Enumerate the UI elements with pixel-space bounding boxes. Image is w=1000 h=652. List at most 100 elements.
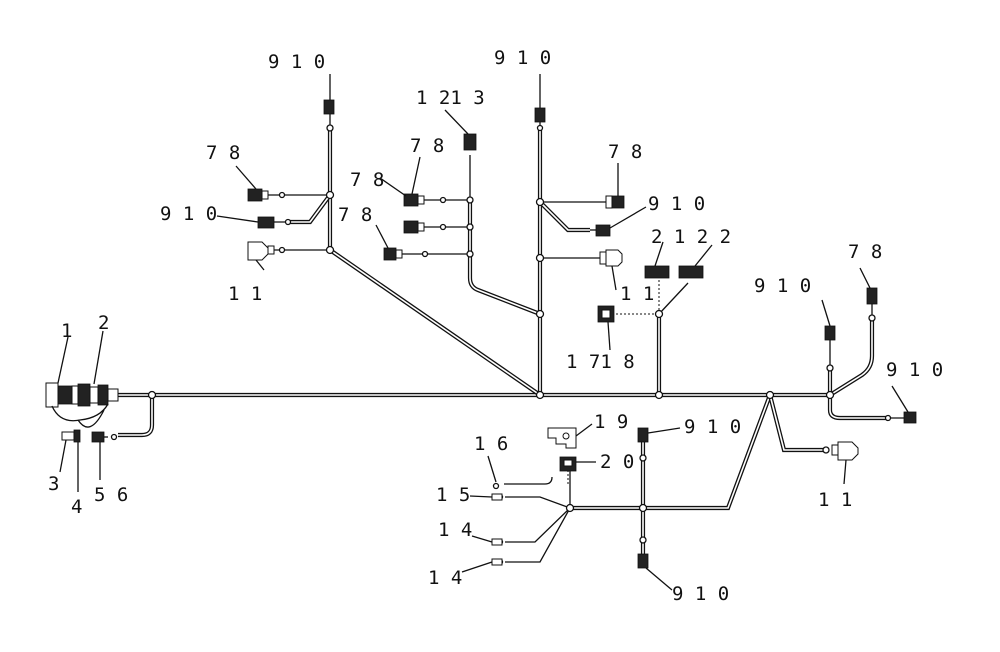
branch-lower-right — [570, 394, 828, 511]
node — [278, 191, 286, 199]
connector-14-b — [491, 558, 503, 566]
node — [278, 246, 286, 254]
connector-7-8-upper-left — [247, 188, 269, 202]
node — [466, 223, 474, 231]
node — [535, 390, 545, 400]
node — [826, 364, 834, 372]
node — [565, 503, 575, 513]
node — [535, 197, 545, 207]
node — [868, 314, 876, 322]
callout-12-13: 1 21 3 — [416, 87, 485, 109]
connector-20 — [559, 456, 577, 472]
node — [822, 446, 830, 454]
callout-9-10-top-center: 9 1 0 — [494, 47, 551, 69]
callout-16: 1 6 — [474, 433, 508, 455]
callout-7-8-center: 7 8 — [608, 141, 642, 163]
connector-17-18 — [597, 305, 615, 323]
node — [535, 309, 545, 319]
callout-9-10-right-upper: 9 1 0 — [754, 275, 811, 297]
node — [654, 309, 664, 319]
connector-12-13 — [463, 133, 477, 151]
connector-21-22 — [644, 265, 704, 279]
connector-15 — [491, 493, 503, 501]
callout-11-right: 1 1 — [818, 489, 852, 511]
connector-7-8-center — [605, 195, 625, 209]
connector-11-right — [831, 441, 859, 461]
connector-14-a — [491, 538, 503, 546]
callout-7-8-upper-left: 7 8 — [206, 142, 240, 164]
node — [466, 196, 474, 204]
connector-9-10-top-center — [534, 107, 546, 123]
callout-1: 1 — [61, 320, 72, 342]
callout-4: 4 — [71, 496, 82, 518]
callout-14-lower: 1 4 — [428, 567, 462, 589]
callout-7-8-right: 7 8 — [848, 241, 882, 263]
connector-9-10-center — [595, 224, 611, 237]
branch-upper-left-diagonal — [288, 128, 542, 397]
node — [638, 503, 648, 513]
dashed-wires — [567, 278, 660, 485]
callout-9-10-left: 9 1 0 — [160, 203, 217, 225]
node — [654, 390, 664, 400]
connector-11-center — [599, 249, 623, 267]
node — [825, 390, 835, 400]
callout-17-18: 1 71 8 — [566, 351, 635, 373]
splice-nodes — [110, 124, 892, 566]
callout-3: 3 — [48, 473, 59, 495]
callout-11-left: 1 1 — [228, 283, 262, 305]
callout-14-upper: 1 4 — [438, 519, 472, 541]
callout-5-6: 5 6 — [94, 484, 128, 506]
connectors — [45, 99, 917, 569]
connector-3-4 — [61, 429, 81, 443]
connector-9-10-left — [257, 216, 275, 229]
node — [325, 190, 335, 200]
callout-9-10-top-left: 9 1 0 — [268, 51, 325, 73]
node — [884, 414, 892, 422]
branch-right-end — [827, 318, 888, 421]
bracket-19 — [547, 427, 577, 449]
leader-lines — [57, 74, 909, 591]
callout-11-center: 1 1 — [620, 283, 654, 305]
callout-9-10-center: 9 1 0 — [648, 193, 705, 215]
callout-7-8-mid-lower: 7 8 — [338, 204, 372, 226]
callout-7-8-mid-upper: 7 8 — [350, 169, 384, 191]
connector-7-8-mid-a — [403, 193, 425, 207]
callout-9-10-lower-top: 9 1 0 — [684, 416, 741, 438]
node — [639, 536, 647, 544]
callout-7-8-mid: 7 8 — [410, 135, 444, 157]
callout-20: 2 0 — [600, 451, 634, 473]
node — [439, 196, 447, 204]
callout-2: 2 — [98, 312, 109, 334]
node — [147, 390, 157, 400]
branch-center-vertical — [467, 128, 590, 395]
connector-11-left — [247, 241, 275, 261]
callout-21-22: 2 1 2 2 — [651, 226, 731, 248]
node — [492, 482, 500, 490]
node — [536, 124, 544, 132]
node — [535, 253, 545, 263]
callout-9-10-lower-bottom: 9 1 0 — [672, 583, 729, 605]
node — [439, 223, 447, 231]
main-harness-connector — [45, 382, 119, 422]
node — [326, 124, 334, 132]
connector-5-6 — [91, 431, 105, 443]
node — [284, 218, 292, 226]
connector-9-10-right-upper — [824, 325, 836, 341]
connector-7-8-mid-c — [383, 247, 403, 261]
connector-7-8-mid-b — [403, 220, 425, 234]
callout-19: 1 9 — [594, 411, 628, 433]
connector-9-10-lower-top — [637, 427, 649, 443]
callout-15: 1 5 — [436, 484, 470, 506]
callout-labels: 1 2 3 4 5 6 1 1 7 8 9 1 0 9 1 0 7 8 7 8 … — [48, 47, 943, 605]
node — [421, 250, 429, 258]
branch-left-lower — [118, 395, 155, 438]
node — [110, 433, 118, 441]
node — [325, 245, 335, 255]
connector-7-8-right — [866, 287, 878, 305]
connector-9-10-top-left — [323, 99, 335, 115]
node — [639, 454, 647, 462]
connector-9-10-lower-bottom — [637, 553, 649, 569]
node — [765, 390, 775, 400]
node — [466, 250, 474, 258]
